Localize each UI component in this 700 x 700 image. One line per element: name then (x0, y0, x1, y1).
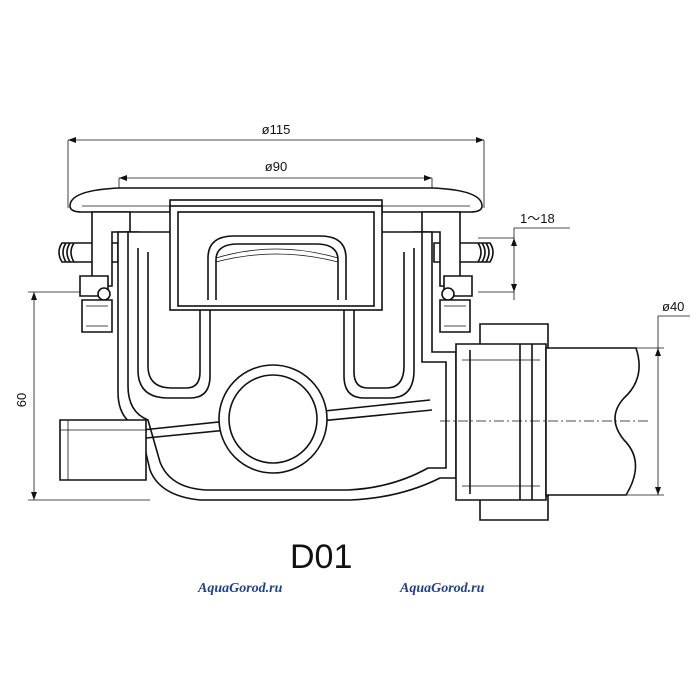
dimension-top-width: ø115 (67, 122, 485, 208)
outlet-nut (455, 323, 549, 521)
dimension-inner-width: ø90 (118, 159, 433, 200)
outlet-pipe (440, 347, 650, 496)
dimension-outlet-diameter: ø40 (626, 299, 690, 496)
dim-top-width-label: ø115 (262, 122, 291, 137)
outlet-bore (218, 364, 328, 474)
dimension-adjust-range: 1～18 (478, 211, 570, 300)
dim-adjust-range-label: 1～18 (520, 211, 555, 226)
dim-inner-width-label: ø90 (265, 159, 287, 174)
dim-height-label: 60 (14, 393, 29, 407)
left-spout (59, 419, 147, 481)
odor-trap-box (169, 205, 383, 311)
model-label: D01 (290, 538, 352, 576)
watermark-left: AquaGorod.ru (197, 581, 283, 596)
left-clamp (58, 211, 139, 333)
watermark-right: AquaGorod.ru (399, 581, 485, 596)
right-clamp (413, 211, 494, 333)
dim-outlet-diameter-label: ø40 (662, 299, 684, 314)
